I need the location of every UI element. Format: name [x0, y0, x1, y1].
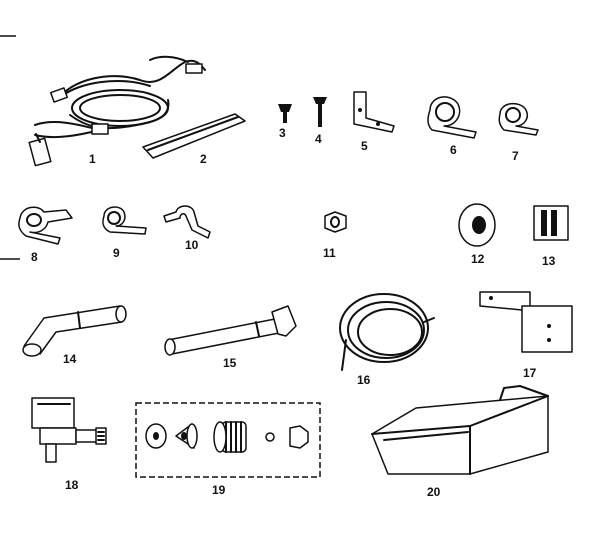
part-13-pad	[533, 205, 569, 241]
part-11-label: 11	[323, 246, 336, 260]
part-13-label: 13	[542, 254, 556, 268]
part-10-clip-bracket	[163, 205, 211, 239]
part-3-label: 3	[279, 126, 286, 140]
part-15-label: 15	[223, 356, 237, 370]
part-7-clamp-small	[498, 102, 539, 136]
part-12-label: 12	[471, 252, 485, 266]
part-14-fill-tube-elbow	[22, 305, 127, 357]
part-2-strip	[142, 113, 246, 159]
part-3-screw	[278, 104, 292, 123]
part-19-fitting-kit	[135, 402, 321, 478]
part-8-label: 8	[31, 250, 38, 264]
part-9-label: 9	[113, 246, 120, 260]
part-2-label: 2	[200, 152, 207, 166]
part-16-label: 16	[357, 373, 371, 387]
part-17-label: 17	[523, 366, 537, 380]
part-12-washer	[458, 203, 496, 247]
part-6-label: 6	[450, 143, 457, 157]
part-17-mounting-bracket	[479, 291, 573, 353]
part-19-label: 19	[212, 483, 226, 497]
part-7-label: 7	[512, 149, 519, 163]
part-9-clamp	[102, 206, 147, 235]
part-1-label: 1	[89, 152, 96, 166]
part-5-bracket	[353, 91, 395, 133]
part-4-screw-long	[313, 97, 327, 127]
part-20-ice-bin	[371, 385, 549, 475]
part-11-nut	[324, 211, 347, 233]
part-4-label: 4	[315, 132, 322, 146]
part-15-fill-tube	[164, 305, 297, 356]
part-14-label: 14	[63, 352, 77, 366]
part-18-label: 18	[65, 478, 79, 492]
part-16-water-tubing-coil	[339, 293, 435, 371]
part-6-clamp-large	[427, 96, 477, 139]
part-5-label: 5	[361, 139, 368, 153]
part-10-label: 10	[185, 238, 199, 252]
part-20-label: 20	[427, 485, 441, 499]
part-8-clip	[18, 206, 73, 245]
part-1-wire-harness	[28, 55, 206, 167]
part-18-water-valve	[31, 397, 107, 463]
